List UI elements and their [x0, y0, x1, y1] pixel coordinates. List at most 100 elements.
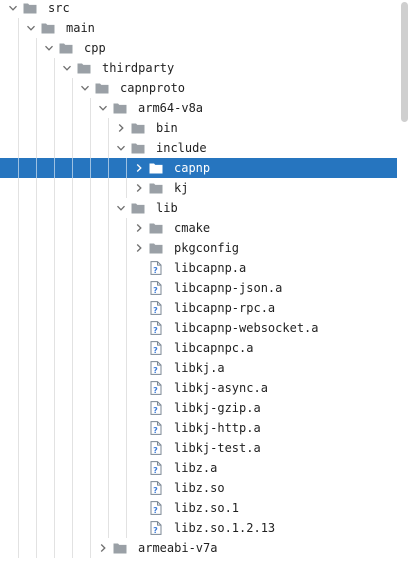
indent-guide: [72, 338, 73, 358]
svg-text:?: ?: [153, 446, 158, 455]
indent-guide: [36, 318, 37, 338]
indent-guide: [54, 218, 55, 238]
indent-guide: [36, 338, 37, 358]
tree-folder-row[interactable]: armeabi-v7a: [0, 538, 411, 558]
indent-guide: [54, 178, 55, 198]
indent-guide: [108, 378, 109, 398]
indent-guide: [90, 278, 91, 298]
folder-label: arm64-v8a: [138, 101, 204, 115]
svg-text:?: ?: [153, 286, 158, 295]
tree-folder-row[interactable]: include: [0, 138, 411, 158]
tree-folder-row[interactable]: arm64-v8a: [0, 98, 411, 118]
chevron-down-icon[interactable]: [25, 18, 37, 38]
unknown-file-icon: ?: [148, 418, 164, 438]
tree-folder-row[interactable]: src: [0, 0, 411, 18]
tree-folder-row[interactable]: pkgconfig: [0, 238, 411, 258]
indent-guide: [126, 378, 127, 398]
chevron-right-icon[interactable]: [133, 158, 145, 178]
scrollbar-thumb[interactable]: [401, 2, 408, 122]
file-label: libkj-test.a: [174, 441, 261, 455]
indent-guide: [108, 518, 109, 538]
tree-folder-row[interactable]: bin: [0, 118, 411, 138]
svg-text:?: ?: [153, 366, 158, 375]
indent-guide: [126, 438, 127, 458]
tree-file-row[interactable]: ?libcapnp.a: [0, 258, 411, 278]
indent-guide: [72, 218, 73, 238]
unknown-file-icon: ?: [148, 358, 164, 378]
indent-guide: [54, 98, 55, 118]
chevron-down-icon[interactable]: [97, 98, 109, 118]
tree-folder-row[interactable]: kj: [0, 178, 411, 198]
indent-guide: [126, 158, 127, 178]
folder-icon: [112, 538, 128, 558]
folder-icon: [58, 38, 74, 58]
indent-guide: [54, 138, 55, 158]
indent-guide: [126, 318, 127, 338]
tree-file-row[interactable]: ?libz.so.1: [0, 498, 411, 518]
chevron-right-icon[interactable]: [115, 118, 127, 138]
indent-guide: [18, 98, 19, 118]
indent-guide: [54, 238, 55, 258]
tree-folder-row[interactable]: lib: [0, 198, 411, 218]
indent-guide: [108, 258, 109, 278]
indent-guide: [108, 358, 109, 378]
tree-folder-row[interactable]: capnp: [0, 158, 411, 178]
indent-guide: [18, 158, 19, 178]
indent-guide: [54, 518, 55, 538]
indent-guide: [54, 438, 55, 458]
indent-guide: [54, 458, 55, 478]
svg-text:?: ?: [153, 506, 158, 515]
unknown-file-icon: ?: [148, 278, 164, 298]
chevron-down-icon[interactable]: [7, 0, 19, 18]
chevron-down-icon[interactable]: [115, 198, 127, 218]
chevron-down-icon[interactable]: [115, 138, 127, 158]
tree-file-row[interactable]: ?libcapnp-rpc.a: [0, 298, 411, 318]
tree-folder-row[interactable]: cpp: [0, 38, 411, 58]
indent-guide: [108, 218, 109, 238]
tree-file-row[interactable]: ?libkj-async.a: [0, 378, 411, 398]
indent-guide: [18, 438, 19, 458]
tree-file-row[interactable]: ? libkj-test.a: [0, 438, 411, 458]
indent-guide: [36, 118, 37, 138]
chevron-down-icon[interactable]: [79, 78, 91, 98]
indent-guide: [36, 498, 37, 518]
indent-guide: [90, 358, 91, 378]
chevron-down-icon[interactable]: [61, 58, 73, 78]
indent-guide: [72, 438, 73, 458]
tree-file-row[interactable]: ?libz.a: [0, 458, 411, 478]
tree-file-row[interactable]: ?libz.so: [0, 478, 411, 498]
indent-guide: [36, 58, 37, 78]
tree-file-row[interactable]: ?libkj-gzip.a: [0, 398, 411, 418]
tree-folder-row[interactable]: main: [0, 18, 411, 38]
tree-file-row[interactable]: ?libz.so.1.2.13: [0, 518, 411, 538]
chevron-right-icon[interactable]: [133, 178, 145, 198]
svg-text:?: ?: [153, 346, 158, 355]
tree-file-row[interactable]: ?libcapnp-websocket.a: [0, 318, 411, 338]
vertical-scrollbar[interactable]: [397, 0, 411, 563]
tree-folder-row[interactable]: cmake: [0, 218, 411, 238]
tree-file-row[interactable]: ? libkj.a: [0, 358, 411, 378]
indent-guide: [90, 178, 91, 198]
tree-file-row[interactable]: ? libcapnpc.a: [0, 338, 411, 358]
indent-guide: [72, 478, 73, 498]
tree-folder-row[interactable]: capnproto: [0, 78, 411, 98]
chevron-down-icon[interactable]: [43, 38, 55, 58]
indent-guide: [72, 498, 73, 518]
unknown-file-icon: ?: [148, 438, 164, 458]
tree-file-row[interactable]: ?libcapnp-json.a: [0, 278, 411, 298]
chevron-right-icon[interactable]: [133, 238, 145, 258]
indent-guide: [54, 298, 55, 318]
tree-file-row[interactable]: ?libkj-http.a: [0, 418, 411, 438]
folder-label: capnproto: [120, 81, 186, 95]
chevron-right-icon[interactable]: [133, 218, 145, 238]
tree-folder-row[interactable]: thirdparty: [0, 58, 411, 78]
indent-guide: [18, 178, 19, 198]
file-label: libcapnpc.a: [174, 341, 254, 355]
indent-guide: [18, 518, 19, 538]
unknown-file-icon: ?: [148, 338, 164, 358]
indent-guide: [54, 58, 55, 78]
file-label: libkj.a: [174, 361, 225, 375]
chevron-right-icon[interactable]: [97, 538, 109, 558]
file-label: libz.so: [174, 481, 225, 495]
indent-guide: [36, 458, 37, 478]
